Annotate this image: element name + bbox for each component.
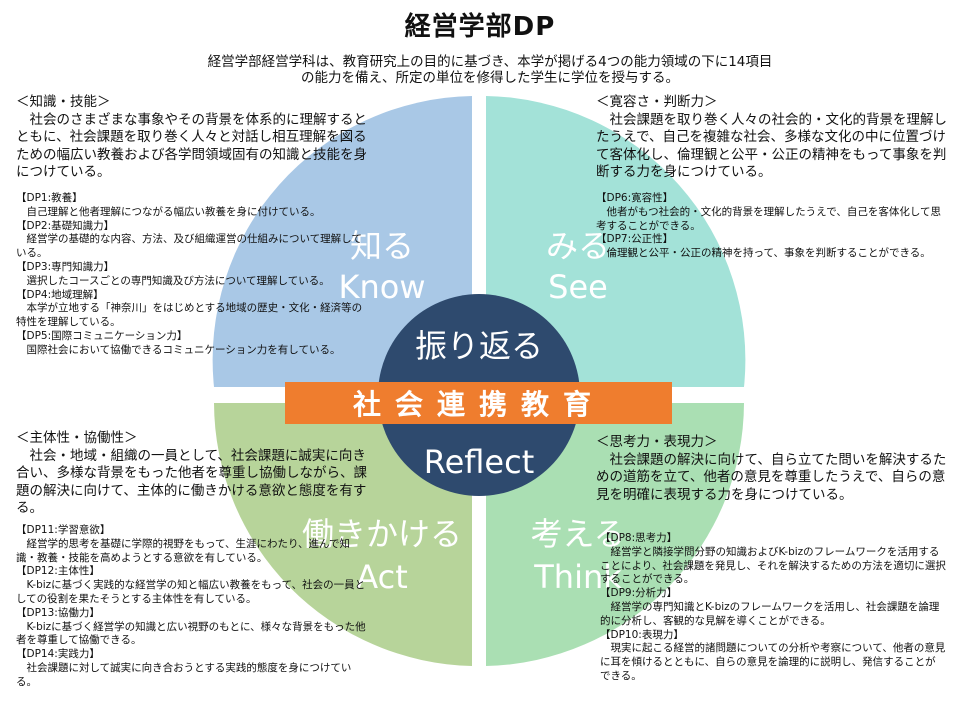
quadrant-see bbox=[486, 96, 746, 387]
dp-item-title: 【DP8:思考力】 bbox=[600, 532, 678, 544]
section-body: 社会課題を取り巻く人々の社会的・文化的背景を理解したうえで、自己を複雑な社会、多… bbox=[596, 111, 947, 181]
social-cooperation-label: 社会連携教育 bbox=[353, 388, 605, 421]
intro-text: 経営学部経営学科は、教育研究上の目的に基づき、本学が掲げる4つの能力領域の下に1… bbox=[170, 54, 810, 86]
knowledge-skills-dp-list: 【DP1:教養】 自己理解と他者理解につながる幅広い教養を身に付けている。 【D… bbox=[16, 192, 368, 358]
quadrant-think bbox=[486, 403, 744, 666]
section-heading: ＜思考力・表現力＞ bbox=[596, 434, 718, 450]
section-heading: ＜主体性・協働性＞ bbox=[16, 430, 138, 446]
quadrant-act-en: Act bbox=[356, 558, 407, 596]
dp-item-text: 国際社会において協働できるコミュニケーション力を有している。 bbox=[26, 343, 341, 356]
dp-item-title: 【DP2:基礎知識力】 bbox=[16, 219, 115, 232]
dp-item-text: 現実に起こる経営的諸問題についての分析や考察について、他者の意見に耳を傾けるとと… bbox=[600, 642, 946, 682]
quadrant-know-jp: 知る bbox=[350, 227, 414, 265]
dp-item-title: 【DP13:協働力】 bbox=[16, 606, 100, 619]
quadrant-think-en: Think bbox=[533, 558, 622, 596]
dp-item-text: 他者がもつ社会的・文化的背景を理解したうえで、自己を客体化して思考することができ… bbox=[596, 205, 942, 232]
dp-item-text: K-bizに基づく実践的な経営学の知と幅広い教養をもって、社会の一員としての役割… bbox=[16, 579, 366, 605]
quadrant-see-jp: みる bbox=[546, 227, 610, 265]
quadrant-see-en: See bbox=[548, 268, 608, 306]
knowledge-skills-section: ＜知識・技能＞ 社会のさまざまな事象やその背景を体系的に理解するとともに、社会課… bbox=[16, 94, 368, 182]
thinking-expression-dp-list: 【DP8:思考力】 経営学と隣接学問分野の知識およびK-bizのフレームワークを… bbox=[600, 532, 946, 684]
quadrant-know bbox=[212, 96, 473, 387]
quadrant-know-en: Know bbox=[338, 268, 425, 306]
dp-item-title: 【DP4:地域理解】 bbox=[16, 288, 104, 301]
dp-item-title: 【DP10:表現力】 bbox=[600, 628, 684, 641]
initiative-collaboration-dp-list: 【DP11:学習意欲】 経営学的思考を基礎に学際的視野をもって、生涯にわたり、進… bbox=[16, 524, 368, 690]
center-reflect-en: Reflect bbox=[424, 443, 534, 481]
dp-item-text: 選択したコースごとの専門知識及び方法について理解している。 bbox=[26, 274, 330, 287]
dp-item-title: 【DP9:分析力】 bbox=[600, 587, 678, 600]
dp-item-text: 倫理観と公平・公正の精神を持って、事象を判断することができる。 bbox=[606, 247, 931, 260]
tolerance-judgment-dp-list: 【DP6:寛容性】 他者がもつ社会的・文化的背景を理解したうえで、自己を客体化し… bbox=[596, 192, 944, 261]
social-cooperation-band bbox=[285, 382, 672, 424]
section-heading: ＜寛容さ・判断力＞ bbox=[596, 94, 718, 110]
thinking-expression-section: ＜思考力・表現力＞ 社会課題の解決に向けて、自ら立てた問いを解決するための道筋を… bbox=[596, 434, 948, 504]
section-body: 社会のさまざまな事象やその背景を体系的に理解するとともに、社会課題を取り巻く人々… bbox=[16, 111, 367, 181]
section-body: 社会・地域・組織の一員として、社会課題に誠実に向き合い、多様な背景をもった他者を… bbox=[16, 447, 367, 517]
dp-item-title: 【DP6:寛容性】 bbox=[596, 192, 674, 204]
dp-item-title: 【DP1:教養】 bbox=[16, 192, 83, 204]
dp-item-title: 【DP12:主体性】 bbox=[16, 565, 100, 578]
dp-item-title: 【DP11:学習意欲】 bbox=[16, 524, 111, 536]
dp-item-title: 【DP7:公正性】 bbox=[596, 233, 674, 246]
dp-item-text: 自己理解と他者理解につながる幅広い教養を身に付けている。 bbox=[26, 205, 321, 218]
tolerance-judgment-section: ＜寛容さ・判断力＞ 社会課題を取り巻く人々の社会的・文化的背景を理解したうえで、… bbox=[596, 94, 948, 182]
dp-item-text: 経営学的思考を基礎に学際的視野をもって、生涯にわたり、進んで知識・教養・技能を高… bbox=[16, 537, 351, 564]
intro-line: 経営学部経営学科は、教育研究上の目的に基づき、本学が掲げる4つの能力領域の下に1… bbox=[207, 54, 773, 70]
dp-item-text: 経営学と隣接学問分野の知識およびK-bizのフレームワークを活用することにより、… bbox=[600, 545, 946, 586]
dp-item-text: K-bizに基づく経営学の知識と広い視野のもとに、様々な背景をもった他者を尊重し… bbox=[16, 620, 366, 647]
intro-line: の能力を備え、所定の単位を修得した学生に学位を授与する。 bbox=[301, 70, 679, 86]
section-body: 社会課題の解決に向けて、自ら立てた問いを解決するための道筋を立て、他者の意見を尊… bbox=[596, 451, 947, 503]
dp-item-title: 【DP5:国際コミュニケーション力】 bbox=[16, 329, 188, 342]
quadrant-act-jp: 働きかける bbox=[302, 515, 462, 553]
dp-item-title: 【DP3:専門知識力】 bbox=[16, 260, 115, 273]
dp-item-text: 経営学の専門知識とK-bizのフレームワークを活用し、社会課題を論理的に分析し、… bbox=[600, 600, 940, 627]
quadrant-think-jp: 考える bbox=[530, 515, 625, 553]
page-title: 経営学部DP bbox=[404, 12, 556, 42]
section-heading: ＜知識・技能＞ bbox=[16, 94, 111, 110]
dp-item-title: 【DP14:実践力】 bbox=[16, 648, 100, 661]
center-reflect-jp: 振り返る bbox=[415, 327, 543, 365]
dp-item-text: 社会課題に対して誠実に向き合おうとする実践的態度を身につけている。 bbox=[16, 661, 352, 688]
dp-item-text: 本学が立地する「神奈川」をはじめとする地域の歴史・文化・経済等の特性を理解してい… bbox=[16, 302, 363, 329]
initiative-collaboration-section: ＜主体性・協働性＞ 社会・地域・組織の一員として、社会課題に誠実に向き合い、多様… bbox=[16, 430, 368, 518]
dp-item-text: 経営学の基礎的な内容、方法、及び組織運営の仕組みについて理解している。 bbox=[16, 233, 362, 260]
quadrant-act bbox=[214, 403, 472, 666]
